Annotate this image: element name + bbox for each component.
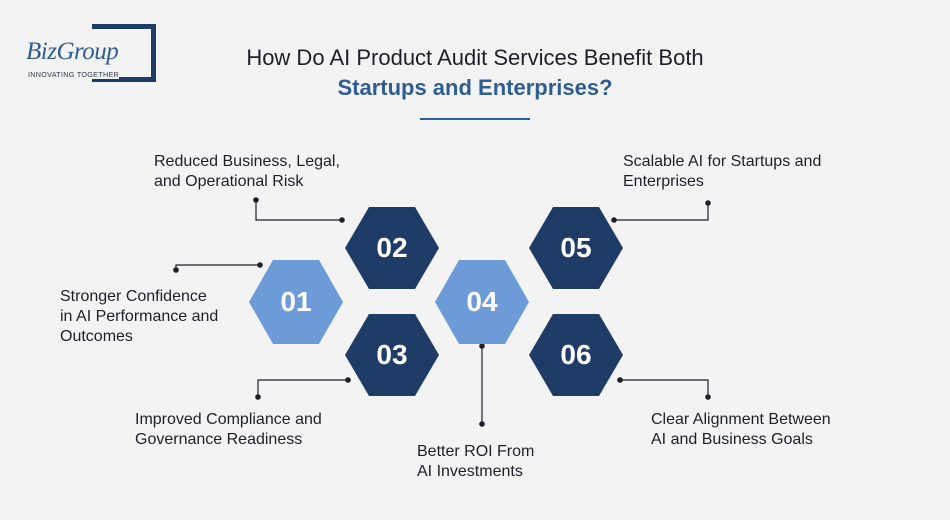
connector-01 <box>175 264 260 270</box>
connector-dot-02a <box>253 197 259 203</box>
hex-number-01: 01 <box>280 286 312 317</box>
connector-dot-04b <box>479 421 485 427</box>
title-line-2: Startups and Enterprises? <box>337 75 613 100</box>
hexagon-04 <box>435 260 529 344</box>
connector-dot-05a <box>705 200 711 206</box>
connector-dot-03a <box>255 394 261 400</box>
title-line-1: How Do AI Product Audit Services Benefit… <box>246 45 704 70</box>
hexagon-03 <box>345 314 439 396</box>
hexagon-05 <box>529 207 623 289</box>
connector-dot-03b <box>345 377 351 383</box>
hex-number-03: 03 <box>376 339 408 370</box>
connector-dot-02b <box>339 217 345 223</box>
hexagon-06 <box>529 314 623 396</box>
connector-dot-01a <box>173 267 179 273</box>
connector-03 <box>257 379 348 397</box>
hex-number-05: 05 <box>560 232 592 263</box>
connector-dot-06b <box>617 377 623 383</box>
connector-05 <box>614 203 709 221</box>
bizgroup-logo: BizGroup INNOVATING TOGETHER <box>26 24 158 84</box>
logo-frame <box>92 24 156 82</box>
connector-06 <box>620 379 709 397</box>
benefit-label-03: Improved Compliance and Governance Readi… <box>135 411 322 448</box>
connector-dot-01b <box>257 262 263 268</box>
connector-dot-06a <box>705 394 711 400</box>
page-title: How Do AI Product Audit Services Benefit… <box>170 43 780 103</box>
logo-name: BizGroup <box>26 38 121 66</box>
benefit-label-04: Better ROI From AI Investments <box>417 443 535 480</box>
hex-number-04: 04 <box>466 286 498 317</box>
benefit-label-02: Reduced Business, Legal, and Operational… <box>154 153 340 190</box>
connector-dot-04a <box>479 343 485 349</box>
benefit-label-01: Stronger Confidence in AI Performance an… <box>60 288 219 345</box>
benefit-label-05: Scalable AI for Startups and Enterprises <box>623 153 822 190</box>
title-underline <box>420 118 530 120</box>
hex-number-06: 06 <box>560 339 592 370</box>
hexagon-01 <box>249 260 343 344</box>
hex-number-02: 02 <box>376 232 408 263</box>
connector-02 <box>255 200 342 221</box>
hexagon-02 <box>345 207 439 289</box>
logo-tagline: INNOVATING TOGETHER <box>28 70 120 79</box>
connector-dot-05b <box>611 217 617 223</box>
benefit-label-06: Clear Alignment Between AI and Business … <box>651 411 831 448</box>
